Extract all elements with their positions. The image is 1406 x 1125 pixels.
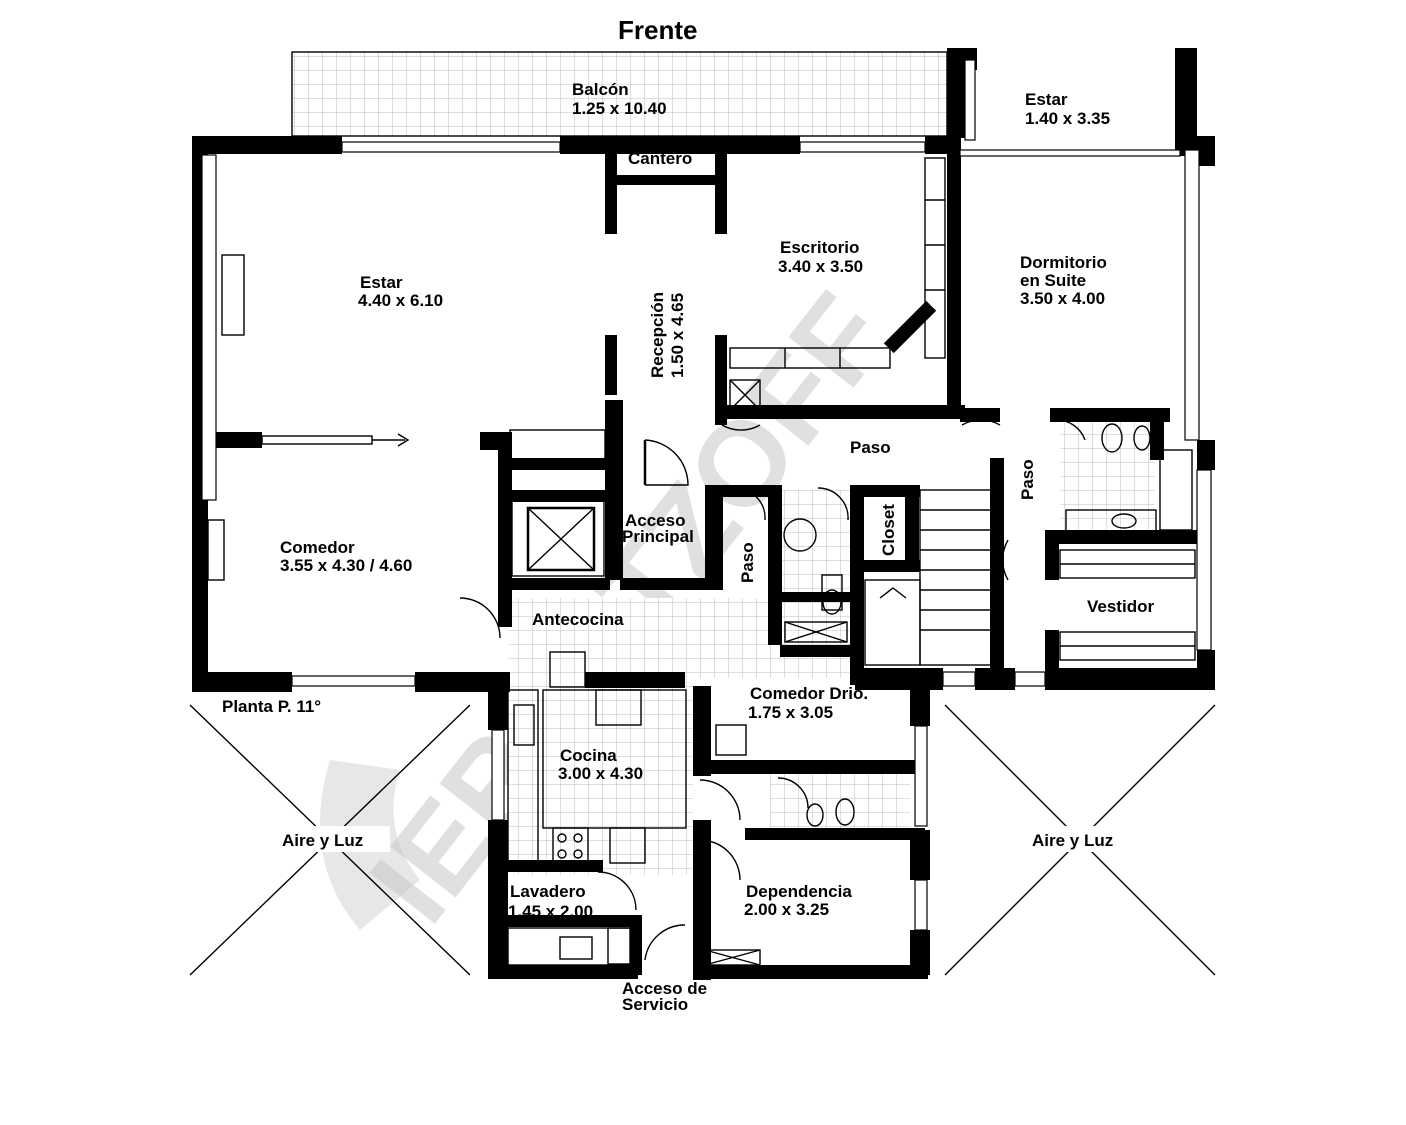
- closet-label: Closet: [879, 504, 898, 556]
- estar-small-name: Estar: [1025, 90, 1068, 109]
- fixtures: [207, 157, 1196, 966]
- acceso-servicio-name2: Servicio: [622, 995, 688, 1014]
- doors: [459, 419, 1086, 961]
- estar-main-size: 4.40 x 6.10: [358, 291, 443, 310]
- acceso-principal-name2: Principal: [622, 527, 694, 546]
- paso-left-label: Paso: [738, 542, 757, 583]
- escritorio-name: Escritorio: [780, 238, 859, 257]
- paso-center-label: Paso: [850, 438, 891, 457]
- balcon-size: 1.25 x 10.40: [572, 99, 667, 118]
- service-bath-floor: [770, 770, 910, 830]
- aire-luz-left-bg: [260, 826, 390, 852]
- acceso-principal-name: Acceso: [625, 511, 685, 530]
- balcony-floor: [292, 52, 947, 136]
- dependencia-name: Dependencia: [746, 882, 852, 901]
- floor-label: Planta P. 11°: [222, 697, 321, 716]
- dependencia-size: 2.00 x 3.25: [744, 900, 829, 919]
- escritorio-size: 3.40 x 3.50: [778, 257, 863, 276]
- recepcion-size: 1.50 x 4.65: [668, 293, 687, 378]
- suite-bath-floor: [1060, 420, 1155, 530]
- dormitorio-name2: en Suite: [1020, 271, 1086, 290]
- aire-luz-right-label: Aire y Luz: [1032, 831, 1113, 850]
- balcon-name: Balcón: [572, 80, 629, 99]
- windows: [201, 59, 1212, 931]
- lavadero-size: 1.45 x 2.00: [508, 902, 593, 921]
- paso-right-label: Paso: [1018, 459, 1037, 500]
- plan-title: Frente: [618, 15, 697, 45]
- recepcion-name: Recepción: [648, 292, 667, 378]
- acceso-servicio-name: Acceso de: [622, 979, 707, 998]
- comedor-size: 3.55 x 4.30 / 4.60: [280, 556, 412, 575]
- estar-small-size: 1.40 x 3.35: [1025, 109, 1110, 128]
- comedor-diario-size: 1.75 x 3.05: [748, 703, 833, 722]
- comedor-name: Comedor: [280, 538, 355, 557]
- aire-luz-right-bg: [1010, 826, 1150, 852]
- antecocina-label: Antecocina: [532, 610, 624, 629]
- walls: [192, 48, 1215, 980]
- lavadero-name: Lavadero: [510, 882, 586, 901]
- comedor-diario-name: Comedor Drio.: [750, 684, 868, 703]
- aire-luz-left-label: Aire y Luz: [282, 831, 363, 850]
- cocina-name: Cocina: [560, 746, 617, 765]
- dormitorio-size: 3.50 x 4.00: [1020, 289, 1105, 308]
- vestidor-label: Vestidor: [1087, 597, 1154, 616]
- cantero-label: Cantero: [628, 149, 692, 168]
- bath-floor: [770, 490, 850, 650]
- cocina-size: 3.00 x 4.30: [558, 764, 643, 783]
- estar-main-name: Estar: [360, 273, 403, 292]
- dormitorio-name: Dormitorio: [1020, 253, 1107, 272]
